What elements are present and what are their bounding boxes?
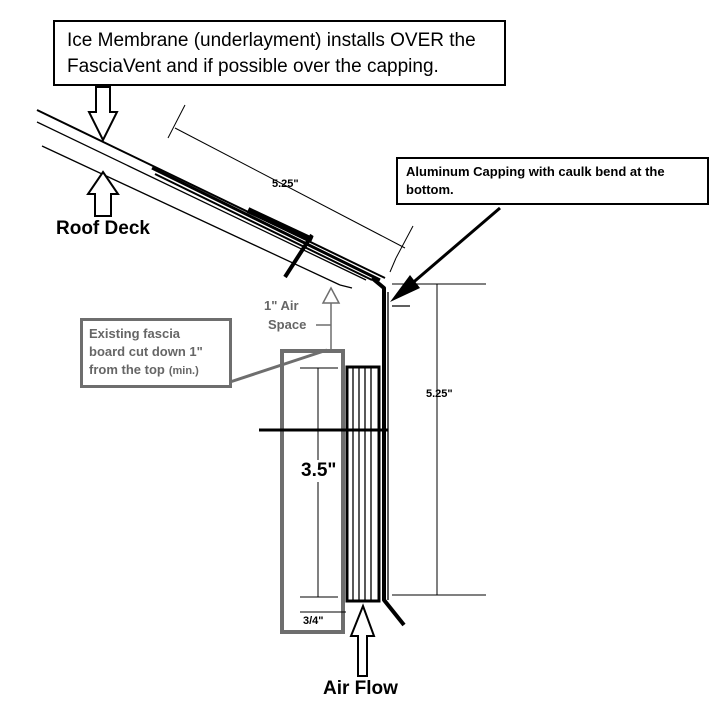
- ice-membrane-text-line2: FasciaVent and if possible over the capp…: [67, 56, 439, 77]
- slope-dimension-label: 5.25": [272, 178, 299, 190]
- capping-callout: Aluminum Capping with caulk bend at the …: [396, 157, 709, 205]
- vertical-dimension-label: 5.25": [426, 388, 453, 400]
- air-flow-label: Air Flow: [323, 678, 398, 699]
- fascia-board: [280, 349, 345, 634]
- aluminum-capping: [370, 276, 410, 627]
- roof-deck-arrow: [86, 170, 120, 217]
- fascia-thickness-label: 3/4": [303, 615, 324, 627]
- fascia-leader: [229, 348, 328, 384]
- roof-deck-label: Roof Deck: [56, 218, 150, 239]
- capping-text-line2: bottom.: [406, 182, 454, 197]
- roof-deck: [36, 109, 386, 289]
- fascia-text-min: (min.): [168, 365, 199, 377]
- ice-membrane-layer: [151, 166, 381, 282]
- air-flow-arrow: [349, 603, 376, 677]
- fascia-callout: Existing fascia board cut down 1" from t…: [80, 318, 232, 388]
- vent-tab: [283, 233, 314, 279]
- ice-membrane-callout: Ice Membrane (underlayment) installs OVE…: [53, 20, 506, 86]
- capping-text-line1: Aluminum Capping with caulk bend at the: [406, 164, 665, 179]
- fascia-height-dimension: [300, 367, 338, 598]
- ice-membrane-arrow: [87, 86, 119, 143]
- capping-arrow: [390, 206, 501, 302]
- fasciavent-block: [345, 365, 381, 603]
- ice-membrane-text-line1: Ice Membrane (underlayment) installs OVE…: [67, 30, 476, 51]
- slope-dimension: [167, 104, 414, 273]
- fascia-text-line2: board cut down 1": [89, 344, 203, 359]
- fascia-text-line3: from the top: [89, 362, 165, 377]
- fascia-height-label: 3.5": [299, 460, 339, 482]
- fascia-text-line1: Existing fascia: [89, 326, 181, 341]
- air-space-marker: [316, 286, 341, 352]
- air-space-label-line1: 1" Air: [264, 298, 299, 313]
- air-space-label-line2: Space: [268, 317, 307, 332]
- vertical-dimension: [392, 283, 486, 596]
